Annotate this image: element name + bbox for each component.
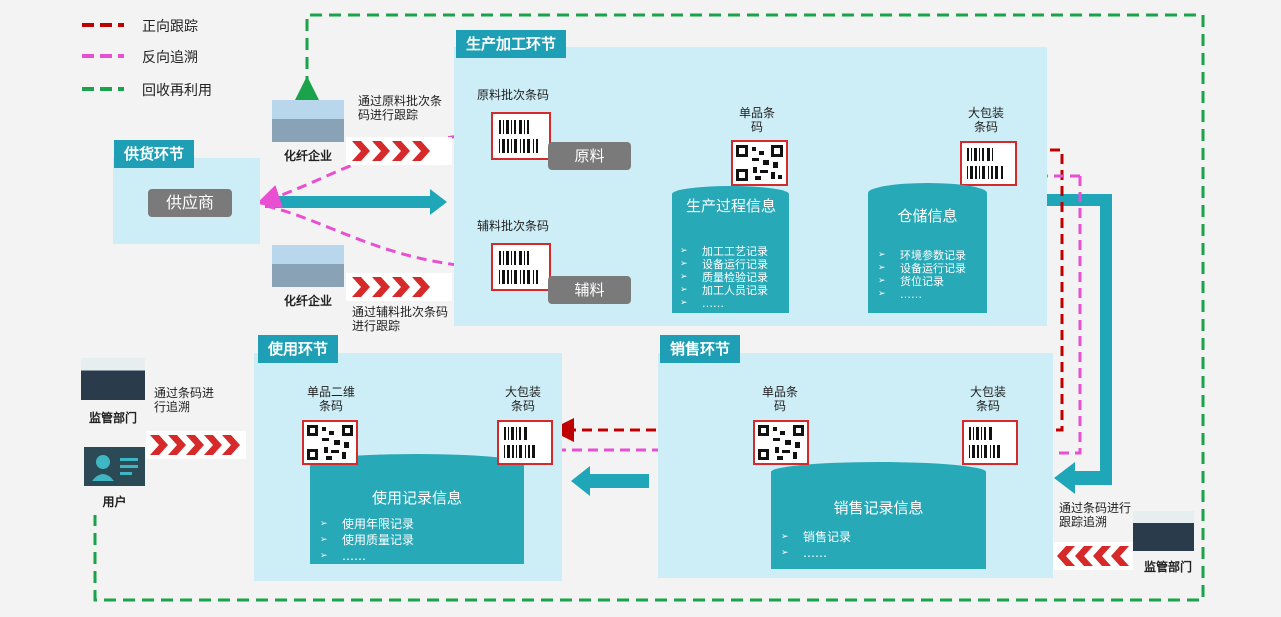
list-item: 设备运行记录: [680, 258, 768, 271]
aux-code-label: 辅料批次条码: [477, 219, 550, 233]
user-card-icon: [84, 447, 145, 486]
chevron-arrow-icon: [1053, 542, 1133, 570]
left-trace-note: 通过条码进行追溯: [154, 386, 215, 414]
sales-single-label: 单品条码: [761, 385, 798, 413]
sales-items: 销售记录 ……: [781, 529, 851, 561]
list-item: 货位记录: [878, 275, 966, 288]
factory-photo-bottom: [272, 245, 344, 287]
legend-recycle: 回收再利用: [142, 83, 212, 99]
list-item: 加工工艺记录: [680, 245, 768, 258]
sales-tab: 销售环节: [660, 335, 741, 363]
usage-items: 使用年限记录 使用质量记录 ……: [320, 516, 414, 564]
qr-code-icon: [731, 140, 788, 186]
chevron-arrow-icon: [346, 137, 452, 165]
barcode-icon: [962, 420, 1018, 465]
sales-big-pack-label: 大包装条码: [969, 385, 1006, 413]
usage-tab: 使用环节: [258, 335, 339, 363]
regulator-label-right: 监管部门: [1143, 560, 1192, 574]
list-item: 使用质量记录: [320, 532, 414, 548]
usage-title: 使用记录信息: [371, 489, 462, 507]
enterprise-label-top: 化纤企业: [283, 149, 332, 163]
supply-tab: 供货环节: [114, 140, 195, 168]
enterprise-label-bottom: 化纤企业: [283, 294, 332, 308]
production-tab: 生产加工环节: [456, 30, 567, 58]
list-item: 销售记录: [781, 529, 851, 545]
list-item: ……: [781, 545, 851, 561]
list-item: 设备运行记录: [878, 262, 966, 275]
storage-items: 环境参数记录 设备运行记录 货位记录 ……: [878, 249, 966, 301]
barcode-icon: [960, 141, 1017, 186]
single-code-label: 单品条码: [738, 106, 775, 134]
right-trace-note: 通过条码进行跟踪追溯: [1059, 501, 1132, 529]
chevron-arrow-icon: [146, 431, 246, 459]
aux-tracking-note: 通过辅料批次条码进行跟踪: [352, 305, 449, 333]
factory-photo-top: [272, 100, 344, 142]
legend-forward: 正向跟踪: [142, 19, 198, 35]
process-items: 加工工艺记录 设备运行记录 质量检验记录 加工人员记录 ……: [680, 245, 768, 310]
supplier-box: 供应商: [148, 189, 232, 217]
usage-big-pack-label: 大包装条码: [504, 385, 541, 413]
chevron-arrow-icon: [346, 273, 452, 301]
usage-qr-label: 单品二维条码: [306, 385, 355, 413]
legend-swatches: [82, 23, 124, 91]
list-item: 质量检验记录: [680, 271, 768, 284]
user-label: 用户: [102, 495, 127, 509]
regulator-photo: [81, 358, 145, 400]
qr-code-icon: [302, 420, 358, 465]
storage-title: 仓储信息: [897, 207, 958, 225]
list-item: ……: [878, 288, 966, 301]
barcode-icon: [491, 243, 551, 291]
list-item: 环境参数记录: [878, 249, 966, 262]
raw-code-label: 原料批次条码: [477, 88, 550, 102]
aux-material-box: 辅料: [548, 276, 631, 304]
raw-tracking-note: 通过原料批次条码进行跟踪: [358, 94, 443, 122]
barcode-icon: [491, 112, 551, 160]
big-pack-code-label: 大包装条码: [967, 106, 1004, 134]
qr-code-icon: [753, 420, 809, 465]
raw-material-box: 原料: [548, 142, 631, 170]
regulator-photo: [1133, 511, 1194, 551]
sales-title: 销售记录信息: [833, 499, 924, 517]
regulator-label-left: 监管部门: [88, 411, 137, 425]
list-item: ……: [680, 297, 768, 310]
list-item: ……: [320, 548, 414, 564]
barcode-icon: [497, 420, 553, 465]
list-item: 使用年限记录: [320, 516, 414, 532]
legend-reverse: 反向追溯: [142, 50, 198, 66]
list-item: 加工人员记录: [680, 284, 768, 297]
process-title: 生产过程信息: [685, 197, 776, 215]
